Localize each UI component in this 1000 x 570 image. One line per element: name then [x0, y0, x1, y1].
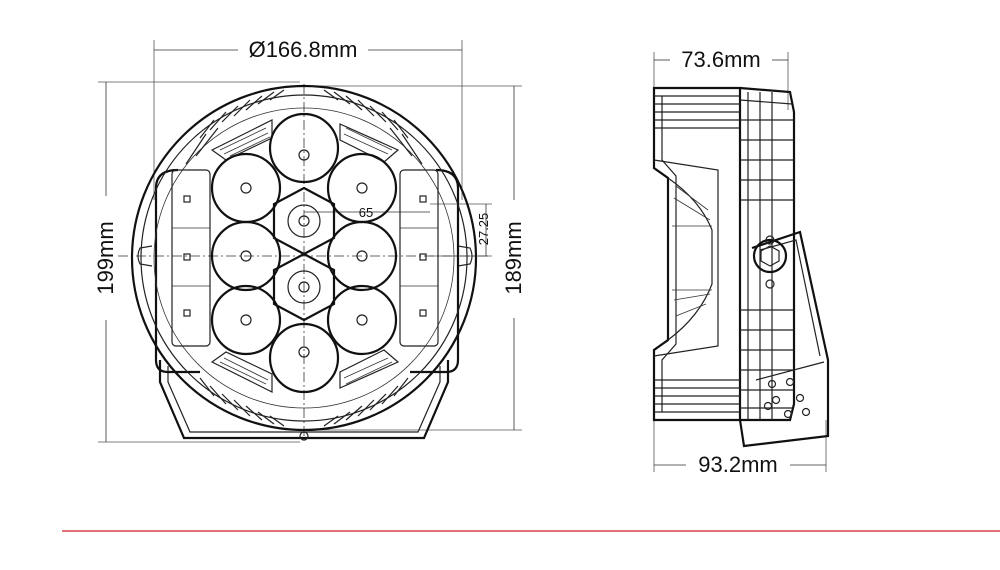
height-inner-dimension: 189mm: [300, 85, 526, 431]
lens: [268, 322, 340, 394]
diameter-dimension: Ø166.8mm: [153, 37, 463, 200]
center-dimension: 65: [304, 205, 430, 220]
offset-dimension: 27.25: [430, 203, 492, 257]
bottom-fins: [199, 377, 409, 427]
side-top-fins: [654, 95, 740, 129]
height-outer-dimension: 199mm: [93, 81, 300, 443]
lens-array: [210, 112, 398, 394]
lens: [326, 220, 398, 292]
lens: [326, 284, 398, 356]
center-lens-lower: [272, 252, 336, 322]
center-label: 65: [359, 205, 373, 220]
height-outer-label: 199mm: [93, 221, 118, 294]
side-view: 73.6mm 93.2mm: [652, 47, 830, 477]
depth-top-dimension: 73.6mm: [653, 47, 789, 110]
diameter-label: Ø166.8mm: [249, 37, 358, 62]
side-columns: [171, 169, 439, 347]
depth-top-label: 73.6mm: [681, 47, 760, 72]
lens: [210, 284, 282, 356]
depth-bottom-dimension: 93.2mm: [653, 420, 827, 477]
side-bracket: [738, 230, 830, 448]
lens: [210, 152, 282, 224]
depth-bottom-label: 93.2mm: [698, 452, 777, 477]
lens: [268, 112, 340, 184]
offset-label: 27.25: [476, 213, 491, 246]
lens: [210, 220, 282, 292]
top-fins: [185, 89, 423, 165]
rear-heatsink: [739, 86, 796, 422]
height-inner-label: 189mm: [501, 221, 526, 294]
side-bottom-fins: [654, 379, 740, 413]
front-view: Ø166.8mm 199mm 189mm 27.25 6: [93, 37, 526, 443]
